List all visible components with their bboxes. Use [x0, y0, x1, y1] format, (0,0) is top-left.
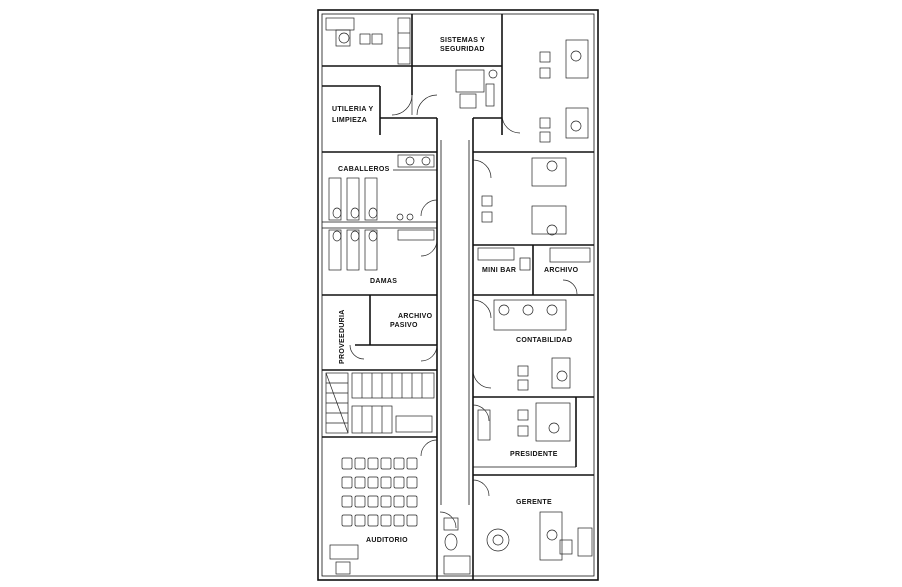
- stairs: [325, 372, 435, 434]
- auditorium-seat: [406, 457, 418, 470]
- label-archivo-pasivo-line1: ARCHIVO: [398, 313, 433, 320]
- auditorium-seat: [406, 514, 418, 527]
- auditorium-seat: [393, 514, 405, 527]
- restroom-fixtures: [328, 154, 435, 271]
- auditorium-seat: [406, 476, 418, 489]
- auditorium-seat: [367, 457, 379, 470]
- label-utileria-line1: UTILERIA Y: [332, 106, 374, 113]
- auditorium-seat: [406, 495, 418, 508]
- label-gerente: GERENTE: [516, 499, 552, 506]
- auditorium-furniture: [329, 544, 359, 575]
- auditorium-seat: [380, 457, 392, 470]
- auditorium-seat: [341, 476, 353, 489]
- auditorium-seat: [380, 514, 392, 527]
- auditorium-seat: [341, 495, 353, 508]
- label-presidente: PRESIDENTE: [510, 451, 558, 458]
- label-utileria-line2: LIMPIEZA: [332, 117, 367, 124]
- label-archivo: ARCHIVO: [544, 267, 579, 274]
- auditorium-seat: [354, 514, 366, 527]
- corridor: [436, 118, 474, 580]
- label-sistemas-line2: SEGURIDAD: [440, 46, 485, 53]
- auditorium-seats: [341, 457, 418, 527]
- interior-walls: [322, 14, 594, 476]
- label-auditorio: AUDITORIO: [366, 537, 408, 544]
- auditorium-seat: [367, 514, 379, 527]
- auditorium-seat: [367, 495, 379, 508]
- auditorium-seat: [380, 476, 392, 489]
- auditorium-seat: [354, 476, 366, 489]
- label-caballeros: CABALLEROS: [338, 166, 390, 173]
- auditorium-seat: [380, 495, 392, 508]
- auditorium-seat: [354, 495, 366, 508]
- label-sistemas-line1: SISTEMAS Y: [440, 37, 485, 44]
- office-furniture: [325, 17, 593, 575]
- label-proveeduria: PROVEEDURIA: [339, 309, 346, 364]
- auditorium-seat: [341, 514, 353, 527]
- auditorium-seat: [393, 495, 405, 508]
- auditorium-seat: [354, 457, 366, 470]
- label-contabilidad: CONTABILIDAD: [516, 337, 572, 344]
- auditorium-seat: [367, 476, 379, 489]
- auditorium-seat: [341, 457, 353, 470]
- label-minibar: MINI BAR: [482, 267, 516, 274]
- auditorium-seat: [393, 457, 405, 470]
- label-archivo-pasivo-line2: PASIVO: [390, 322, 418, 329]
- auditorium-seat: [393, 476, 405, 489]
- label-damas: DAMAS: [370, 278, 397, 285]
- doors: [349, 94, 578, 529]
- room-labels: SISTEMAS Y SEGURIDAD UTILERIA Y LIMPIEZA…: [332, 37, 579, 544]
